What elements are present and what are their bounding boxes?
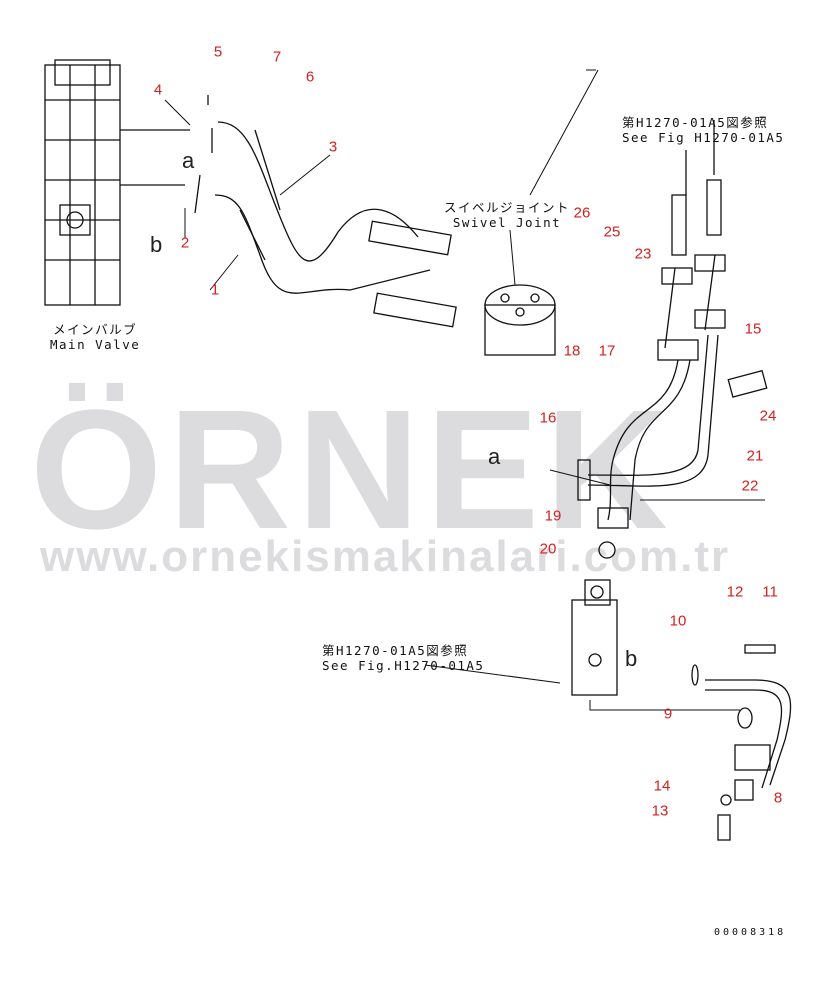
part-number-10: 10 bbox=[669, 612, 687, 630]
part-number-2: 2 bbox=[180, 234, 190, 252]
part-number-25: 25 bbox=[603, 223, 621, 241]
watermark-brand: ÖRNEK bbox=[30, 375, 674, 565]
part-number-14: 14 bbox=[653, 777, 671, 795]
part-number-13: 13 bbox=[651, 802, 669, 820]
part-number-11: 11 bbox=[762, 583, 778, 601]
part-number-9: 9 bbox=[663, 705, 673, 723]
watermark-url: www.ornekismakinalari.com.tr bbox=[40, 532, 731, 581]
arrow-b-label: b bbox=[150, 232, 163, 257]
ref-top-jp: 第H1270-01A5図参照 bbox=[622, 115, 769, 130]
part-number-7: 7 bbox=[272, 48, 282, 66]
swivel-jp: スイベルジョイント bbox=[444, 200, 571, 215]
part-number-3: 3 bbox=[328, 138, 338, 156]
main-valve-jp: メインバルブ bbox=[53, 322, 138, 337]
part-number-18: 18 bbox=[563, 342, 581, 360]
part-number-17: 17 bbox=[598, 342, 616, 360]
part-number-4: 4 bbox=[153, 81, 163, 99]
arrow-b-label-2: b bbox=[625, 646, 638, 671]
part-number-12: 12 bbox=[726, 583, 744, 601]
ref-mid-jp: 第H1270-01A5図参照 bbox=[322, 643, 469, 658]
part-number-15: 15 bbox=[744, 320, 762, 338]
part-number-8: 8 bbox=[773, 789, 783, 807]
ref-top-en: See Fig H1270-01A5 bbox=[622, 130, 785, 145]
part-number-24: 24 bbox=[759, 407, 777, 425]
part-number-22: 22 bbox=[741, 477, 759, 495]
arrow-a-label-2: a bbox=[488, 444, 501, 469]
swivel-en: Swivel Joint bbox=[452, 215, 562, 230]
part-number-20: 20 bbox=[539, 540, 557, 558]
main-valve-en: Main Valve bbox=[50, 337, 141, 352]
part-number-6: 6 bbox=[305, 68, 315, 86]
part-number-26: 26 bbox=[573, 204, 591, 222]
part-number-5: 5 bbox=[213, 43, 223, 61]
part-number-16: 16 bbox=[539, 409, 557, 427]
part-number-1: 1 bbox=[210, 281, 220, 299]
control-valve-drawing bbox=[571, 579, 618, 696]
part-number-19: 19 bbox=[544, 507, 562, 525]
arrow-a-label: a bbox=[182, 148, 195, 173]
drawing-number: 00008318 bbox=[714, 927, 787, 938]
part-number-21: 21 bbox=[746, 447, 764, 465]
main-valve-drawing bbox=[44, 59, 121, 306]
ref-mid-en: See Fig.H1270-01A5 bbox=[322, 658, 485, 673]
swivel-joint-drawing bbox=[484, 284, 556, 356]
part-number-23: 23 bbox=[634, 245, 652, 263]
